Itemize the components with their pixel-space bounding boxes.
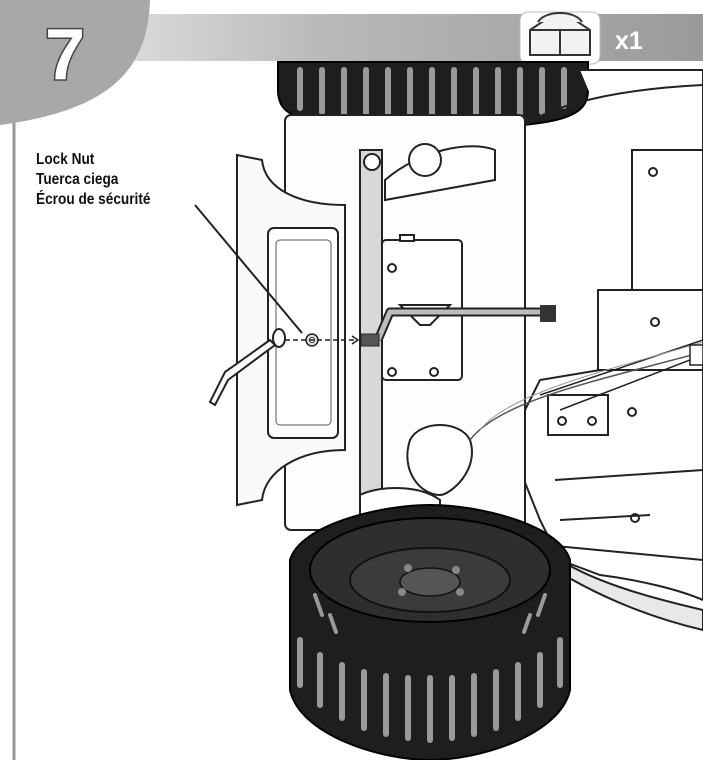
callout-label-fr: Écrou de sécurité <box>36 191 151 208</box>
part-quantity: x1 <box>615 27 643 55</box>
front-bumper-panel <box>236 153 346 507</box>
step-number: 7 <box>43 15 86 96</box>
step-badge: 7 <box>0 0 150 128</box>
top-tire <box>277 61 589 130</box>
wire-2 <box>479 341 703 431</box>
lock-nut-callout: Lock Nut Tuerca ciega Écrou de sécurité <box>36 150 212 210</box>
callout-label-en: Lock Nut <box>36 151 95 168</box>
callout-label-es: Tuerca ciega <box>36 171 119 188</box>
step-badge-shape <box>0 0 150 125</box>
hitch-arm <box>208 338 277 407</box>
bottom-tire <box>289 503 571 760</box>
callout-leader-line <box>194 204 303 334</box>
vehicle-body <box>519 69 703 632</box>
wire-connector <box>689 344 703 366</box>
wire-1 <box>469 351 703 441</box>
lock-nut-icon <box>519 11 601 65</box>
tie-rod <box>360 305 556 347</box>
